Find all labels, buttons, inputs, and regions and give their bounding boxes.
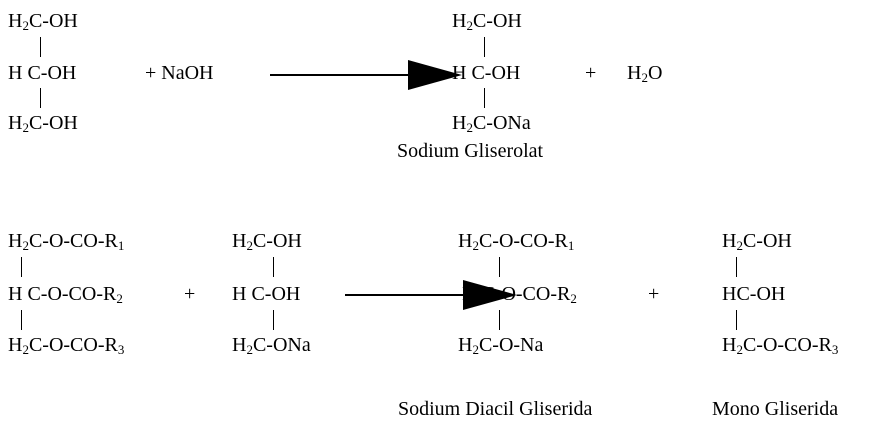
bond-line: [484, 37, 485, 57]
formula-line: H2C-OH: [722, 230, 792, 253]
plus-sign: +: [184, 283, 196, 305]
bond-line: [736, 310, 737, 330]
reaction-arrow: [345, 280, 535, 310]
bond-line: [273, 310, 274, 330]
plus-naoh: + NaOH: [145, 62, 214, 84]
formula-line: H2C-O-CO-R3: [722, 334, 839, 357]
formula-line: H C-OH: [8, 62, 77, 84]
bond-line: [736, 257, 737, 277]
formula-line: H2C-OH: [8, 10, 78, 33]
water-formula: H2O: [627, 62, 663, 85]
plus-sign: +: [585, 62, 597, 84]
plus-sign: +: [648, 283, 660, 305]
formula-line: H2C-O-Na: [458, 334, 544, 357]
formula-line: H C-O-CO-R2: [8, 283, 123, 306]
formula-line: H C-O-CO-R2: [462, 283, 577, 306]
bond-line: [484, 88, 485, 108]
formula-line: H2C-OH: [8, 112, 78, 135]
product-name: Sodium Diacil Gliserida: [398, 398, 593, 420]
formula-line: H2C-O-CO-R1: [8, 230, 125, 253]
formula-line: H2C-ONa: [232, 334, 311, 357]
formula-line: HC-OH: [722, 283, 786, 305]
formula-line: H2C-O-CO-R1: [458, 230, 575, 253]
bond-line: [40, 88, 41, 108]
formula-line: H C-OH: [232, 283, 301, 305]
product-name: Mono Gliserida: [712, 398, 839, 420]
formula-line: H2C-OH: [452, 10, 522, 33]
bond-line: [499, 310, 500, 330]
formula-line: H2C-ONa: [452, 112, 531, 135]
bond-line: [21, 310, 22, 330]
formula-line: H2C-O-CO-R3: [8, 334, 125, 357]
product-name: Sodium Gliserolat: [397, 140, 544, 162]
bond-line: [273, 257, 274, 277]
reaction-arrow: [270, 60, 462, 90]
bond-line: [21, 257, 22, 277]
bond-line: [499, 257, 500, 277]
bond-line: [40, 37, 41, 57]
formula-line: H C-OH: [452, 62, 521, 84]
formula-line: H2C-OH: [232, 230, 302, 253]
